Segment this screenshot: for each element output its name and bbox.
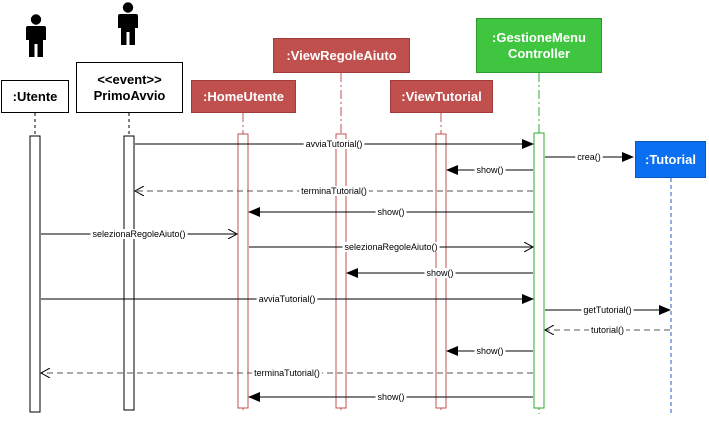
message-label: show() — [476, 165, 503, 175]
message-label-background — [575, 152, 603, 162]
message-label: getTutorial() — [583, 305, 631, 315]
message-label-background — [303, 139, 365, 149]
participant-utente[interactable]: :Utente — [1, 80, 69, 113]
message-label: selezionaRegoleAiuto() — [92, 229, 185, 239]
participant-label: :Tutorial — [644, 151, 697, 167]
message-label-background — [474, 346, 506, 356]
message-label: crea() — [577, 152, 601, 162]
participant-label-line1: :GestioneMenu — [492, 29, 586, 45]
message-label: selezionaRegoleAiuto() — [344, 242, 437, 252]
message-label-background — [588, 325, 627, 335]
actor-icon — [26, 14, 46, 57]
message-label: show() — [377, 207, 404, 217]
participant-label: :HomeUtente — [203, 88, 284, 104]
message-label-background — [375, 392, 407, 402]
activation-bar-home-utente — [237, 133, 249, 409]
message-label-background — [90, 229, 188, 239]
message-label: avviaTutorial() — [306, 139, 363, 149]
participant-tutorial[interactable]: :Tutorial — [635, 141, 706, 178]
message-label-background — [424, 268, 456, 278]
participant-label-line2: Controller — [507, 45, 571, 61]
participant-view-tutorial[interactable]: :ViewTutorial — [390, 80, 493, 113]
message-label-background — [252, 368, 322, 378]
message-label: show() — [377, 392, 404, 402]
activation-bar-utente — [29, 135, 41, 413]
stereotype-label: <<event>> — [97, 71, 162, 87]
message-label-background — [474, 165, 506, 175]
message-label: tutorial() — [591, 325, 624, 335]
activation-bar-view-regole-aiuto — [335, 133, 347, 409]
message-label-background — [375, 207, 407, 217]
participant-view-regole-aiuto[interactable]: :ViewRegoleAiuto — [273, 38, 410, 73]
message-label: terminaTutorial() — [301, 186, 367, 196]
activation-bar-primo-avvio — [123, 135, 135, 411]
participant-label: :Utente — [12, 88, 58, 104]
actor-icon — [118, 2, 138, 45]
participant-home-utente[interactable]: :HomeUtente — [191, 80, 296, 113]
message-label-background — [256, 294, 318, 304]
message-label-background — [299, 186, 369, 196]
message-label-background — [581, 305, 634, 315]
participant-gestione-menu-controller[interactable]: :GestioneMenu Controller — [476, 18, 602, 73]
message-label: avviaTutorial() — [259, 294, 316, 304]
messages: avviaTutorial() crea() show() terminaTutori… — [41, 139, 671, 402]
participant-label: :ViewRegoleAiuto — [286, 47, 397, 63]
participant-label: :ViewTutorial — [401, 88, 482, 104]
message-label-background — [342, 242, 440, 252]
activation-bar-gestione-menu-controller — [533, 132, 545, 409]
participant-label: PrimoAvvio — [93, 87, 166, 103]
message-label: show() — [476, 346, 503, 356]
message-label: show() — [426, 268, 453, 278]
participant-primo-avvio[interactable]: <<event>> PrimoAvvio — [76, 62, 183, 113]
message-label: terminaTutorial() — [254, 368, 320, 378]
